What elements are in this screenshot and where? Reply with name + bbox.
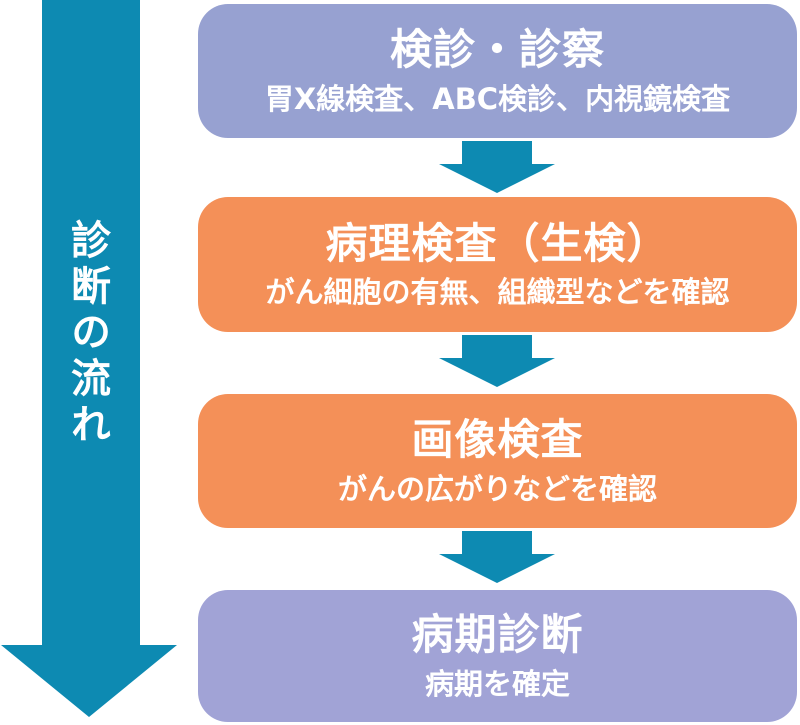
step-screening-subtitle: 胃X線検査、ABC検診、内視鏡検査 [264,81,731,116]
step-pathology-subtitle: がん細胞の有無、組織型などを確認 [265,275,730,310]
main-flow-down-arrow-icon [0,0,180,725]
step-imaging-subtitle: がんの広がりなどを確認 [337,471,657,506]
down-arrow-icon [437,531,557,583]
step-imaging-box: 画像検査 がんの広がりなどを確認 [198,394,797,528]
flow-title-vertical-label: 診断の流れ [64,219,110,449]
step-staging-subtitle: 病期を確定 [424,666,570,701]
step-imaging-title: 画像検査 [411,415,584,465]
step-screening-title: 検診・診察 [389,25,605,75]
step-staging-box: 病期診断 病期を確定 [198,590,797,722]
step-pathology-box: 病理検査（生検） がん細胞の有無、組織型などを確認 [198,197,797,332]
step-pathology-title: 病理検査（生検） [325,218,670,268]
step-staging-title: 病期診断 [411,610,584,660]
down-arrow-icon [437,335,557,387]
step-screening-box: 検診・診察 胃X線検査、ABC検診、内視鏡検査 [198,4,797,138]
down-arrow-icon [437,141,557,193]
